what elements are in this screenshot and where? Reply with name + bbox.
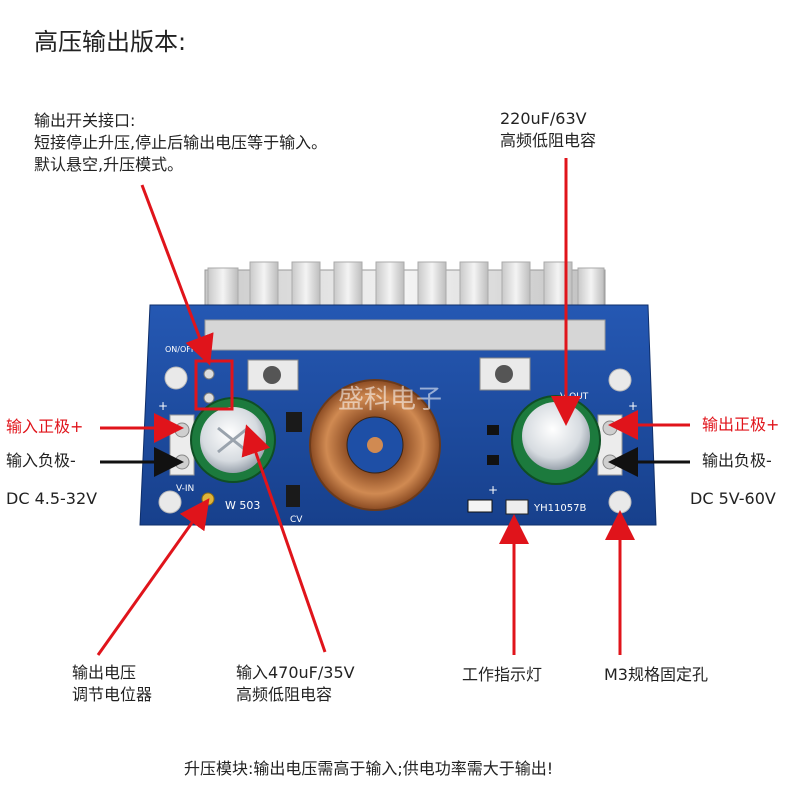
label-input-positive: 输入正极+ <box>6 417 84 436</box>
board-label-pot: W 503 <box>225 499 260 512</box>
label-output-negative: 输出负极- <box>702 451 772 470</box>
arrow-switch-port <box>140 184 214 366</box>
arrow-potentiometer <box>96 498 210 656</box>
footer-note: 升压模块:输出电压需高于输入;供电功率需大于输出! <box>184 759 554 778</box>
smd-parts <box>201 412 529 515</box>
board-label-model: YH11057B <box>533 503 586 514</box>
note-input-cap-line2: 高频低阻电容 <box>236 685 333 704</box>
note-output-cap-line1: 220uF/63V <box>500 109 587 128</box>
note-switch-port-line3: 默认悬空,升压模式。 <box>34 155 184 174</box>
watermark: 盛科电子 <box>338 385 442 415</box>
label-output-range: DC 5V-60V <box>690 489 776 508</box>
switch-highlight-box <box>194 359 234 411</box>
note-output-cap-line2: 高频低阻电容 <box>500 131 597 150</box>
note-input-cap: 输入470uF/35V 高频低阻电容 <box>236 662 355 706</box>
note-output-cap: 220uF/63V 高频低阻电容 <box>500 108 596 152</box>
board-label-vin: V-IN <box>176 484 194 494</box>
label-input-negative: 输入负极- <box>6 451 76 470</box>
toroid-inductor <box>309 379 441 511</box>
output-capacitor <box>511 395 601 485</box>
note-switch-port-line1: 输出开关接口: <box>34 111 136 130</box>
board-label-cv: CV <box>290 515 303 525</box>
page-title: 高压输出版本: <box>34 28 187 56</box>
board-label-plus-right: + <box>628 399 638 413</box>
power-transistors <box>247 357 531 391</box>
label-indicator: 工作指示灯 <box>462 665 543 684</box>
note-potentiometer-line1: 输出电压 <box>72 663 137 682</box>
board-label-vout: V-OUT <box>560 392 589 402</box>
note-switch-port: 输出开关接口: 短接停止升压,停止后输出电压等于输入。 默认悬空,升压模式。 <box>34 110 327 176</box>
switch-header <box>203 368 215 404</box>
input-capacitor <box>190 397 276 483</box>
mount-holes <box>158 366 632 514</box>
board-label-plus-mid: + <box>488 483 498 497</box>
note-potentiometer-line2: 调节电位器 <box>72 685 153 704</box>
arrow-input-cap <box>241 424 327 653</box>
label-output-positive: 输出正极+ <box>702 415 780 434</box>
note-input-cap-line1: 输入470uF/35V <box>236 663 355 682</box>
board-label-onoff: ON/OFF <box>165 345 196 354</box>
note-potentiometer: 输出电压 调节电位器 <box>72 662 152 706</box>
board-label-plus-left: + <box>158 399 168 413</box>
note-switch-port-line2: 短接停止升压,停止后输出电压等于输入。 <box>34 133 328 152</box>
label-input-range: DC 4.5-32V <box>6 489 98 508</box>
label-mount-hole: M3规格固定孔 <box>604 665 708 684</box>
